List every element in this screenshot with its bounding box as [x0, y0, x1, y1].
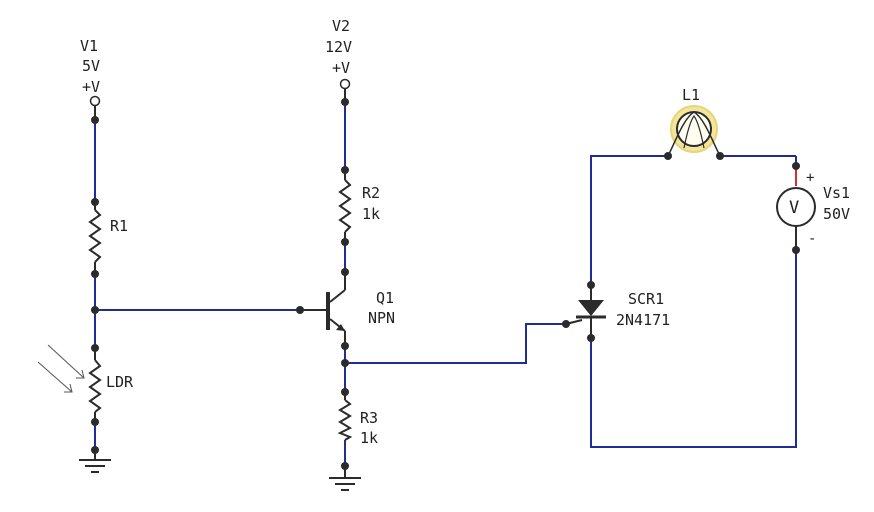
v2-name: V2 — [332, 17, 350, 35]
node-dot — [91, 198, 99, 206]
wire-scr-lamp — [590, 155, 668, 285]
node-dot — [341, 98, 349, 106]
vs1-value: 50V — [823, 205, 850, 223]
v2-value: 12V — [325, 38, 352, 56]
v1-source: V1 5V +V — [80, 37, 101, 120]
connection-nodes — [91, 98, 800, 470]
node-dot — [341, 462, 349, 470]
v1-terminal-icon — [89, 95, 101, 107]
r3-resistor: R3 1k — [337, 392, 378, 447]
wires — [94, 102, 797, 466]
lamp-bulb-icon — [676, 111, 712, 147]
r3-zigzag-icon — [337, 399, 353, 441]
node-dot — [792, 246, 800, 254]
r1-resistor: R1 — [88, 202, 128, 274]
v1-value: 5V — [82, 57, 100, 75]
node-dot — [792, 162, 800, 170]
node-dot — [91, 344, 99, 352]
node-dot — [91, 116, 99, 124]
node-dot — [587, 281, 595, 289]
wire-gate — [345, 323, 566, 364]
node-dot — [91, 306, 99, 314]
node-dot — [562, 320, 570, 328]
ldr-name: LDR — [106, 373, 134, 391]
vs1-name: Vs1 — [823, 184, 850, 202]
scr1-name: SCR1 — [628, 290, 664, 308]
q1-name: Q1 — [376, 289, 394, 307]
lamp-filament-icon — [667, 111, 721, 157]
ldr-zigzag-icon — [88, 359, 102, 413]
node-dot — [91, 446, 99, 454]
q1-transistor: Q1 NPN — [300, 272, 395, 346]
node-dot — [716, 152, 724, 160]
scr1-part: 2N4171 — [616, 311, 670, 329]
r3-name: R3 — [360, 409, 378, 427]
node-dot — [341, 359, 349, 367]
node-dot — [341, 268, 349, 276]
v2-symbol: +V — [332, 59, 350, 77]
r2-zigzag-icon — [338, 179, 352, 233]
ldr-resistor: LDR — [37, 344, 134, 422]
vs1-symbol: V — [789, 198, 799, 218]
node-dot — [341, 388, 349, 396]
r1-name: R1 — [110, 217, 128, 235]
light-arrows-icon — [37, 344, 85, 393]
r1-zigzag-icon — [88, 209, 102, 263]
vs1-source: V + - Vs1 50V — [776, 166, 850, 250]
r2-name: R2 — [362, 184, 380, 202]
wire-loop-bottom — [590, 250, 797, 448]
node-dot — [341, 166, 349, 174]
node-dot — [341, 342, 349, 350]
r2-value: 1k — [362, 205, 380, 223]
v2-source: V2 12V +V — [325, 17, 352, 102]
l1-lamp: L1 — [667, 86, 721, 157]
r2-resistor: R2 1k — [338, 170, 380, 242]
l1-name: L1 — [682, 86, 700, 104]
node-dot — [341, 238, 349, 246]
node-dot — [91, 418, 99, 426]
v1-symbol: +V — [82, 78, 100, 96]
q1-emitter-arrow-icon — [336, 324, 345, 331]
vs1-plus: + — [806, 170, 814, 186]
vs1-minus: - — [808, 231, 816, 247]
v1-name: V1 — [80, 37, 98, 55]
node-dot — [664, 152, 672, 160]
r3-value: 1k — [360, 429, 378, 447]
v2-terminal-icon — [339, 78, 351, 90]
node-dot — [91, 270, 99, 278]
node-dot — [587, 334, 595, 342]
q1-type: NPN — [368, 309, 395, 327]
node-dot — [296, 306, 304, 314]
scr1-thyristor: SCR1 2N4171 — [565, 285, 670, 338]
scr1-diode-icon — [578, 300, 604, 316]
